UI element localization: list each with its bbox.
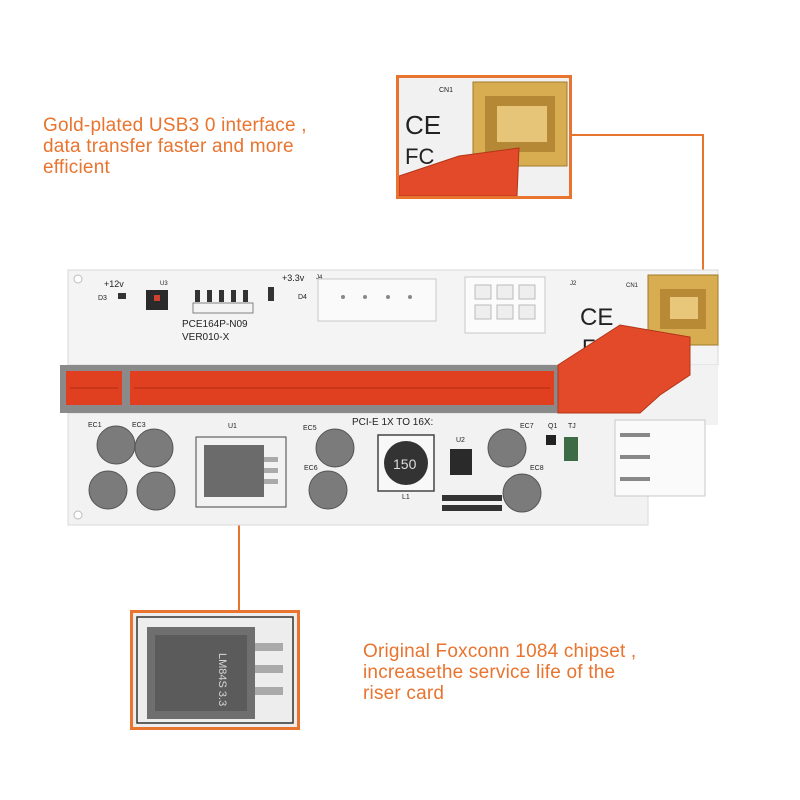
inset-cn1: CN1	[439, 87, 453, 94]
riser-board: +12v D3 U3 PCE164P-N09 VER010-X +3.3v D4…	[60, 269, 719, 526]
label-l1: L1	[402, 494, 410, 501]
capacitor-ec5	[315, 428, 355, 468]
tj-component	[564, 437, 578, 461]
usb-zoom-inset: CN1 CE FC	[396, 75, 572, 199]
label-d4: D4	[298, 294, 307, 301]
inset-cable	[399, 147, 520, 196]
label-d3: D3	[98, 295, 107, 302]
leader-line-top-vertical	[702, 134, 704, 298]
chipset-zoom-inset: LM84S 3.3	[130, 610, 300, 730]
inset-ce: CE	[405, 110, 441, 140]
inset-chip-marking: LM84S 3.3	[216, 653, 228, 706]
capacitors-left	[88, 425, 176, 511]
inset-fc: FC	[405, 144, 434, 169]
leader-line-bottom	[238, 483, 240, 610]
resistor-array	[195, 290, 248, 302]
q1-transistor	[546, 435, 556, 445]
label-j2: J2	[570, 281, 577, 287]
label-ec8: EC8	[530, 465, 544, 472]
label-u2: U2	[456, 437, 465, 444]
label-ec6: EC6	[304, 465, 318, 472]
label-ec7: EC7	[520, 423, 534, 430]
u1-chip	[204, 445, 264, 497]
label-u1: U1	[228, 423, 237, 430]
label-tj: TJ	[568, 423, 576, 430]
label-u3: U3	[160, 281, 168, 287]
usb-caption: Gold-plated USB3 0 interface , data tran…	[43, 115, 307, 178]
capacitor-ec8	[502, 473, 542, 513]
chipset-caption: Original Foxconn 1084 chipset , increase…	[363, 641, 637, 704]
label-cn1: CN1	[626, 283, 639, 289]
inductor-value: 150	[393, 456, 417, 472]
chipset-zoom-image: LM84S 3.3	[133, 613, 297, 727]
usb-cable	[557, 324, 691, 414]
u1-outline	[195, 436, 287, 508]
ce-mark: CE	[580, 304, 613, 331]
capacitor-ec6	[308, 470, 348, 510]
slot-label: PCI-E 1X TO 16X:	[352, 417, 433, 428]
label-j4: J4	[316, 275, 323, 281]
label-12v: +12v	[104, 279, 124, 289]
board-model: PCE164P-N09	[182, 319, 248, 330]
label-ec3: EC3	[132, 422, 146, 429]
capacitor-ec7	[487, 428, 527, 468]
label-33v: +3.3v	[282, 273, 305, 283]
usb-zoom-image: CN1 CE FC	[399, 78, 569, 196]
u2-chip	[450, 449, 472, 475]
molex-connector	[317, 278, 437, 322]
label-ec1: EC1	[88, 422, 102, 429]
label-ec5: EC5	[303, 425, 317, 432]
leader-line-top-horizontal	[572, 134, 704, 136]
board-version: VER010-X	[182, 332, 230, 343]
label-q1: Q1	[548, 423, 557, 430]
